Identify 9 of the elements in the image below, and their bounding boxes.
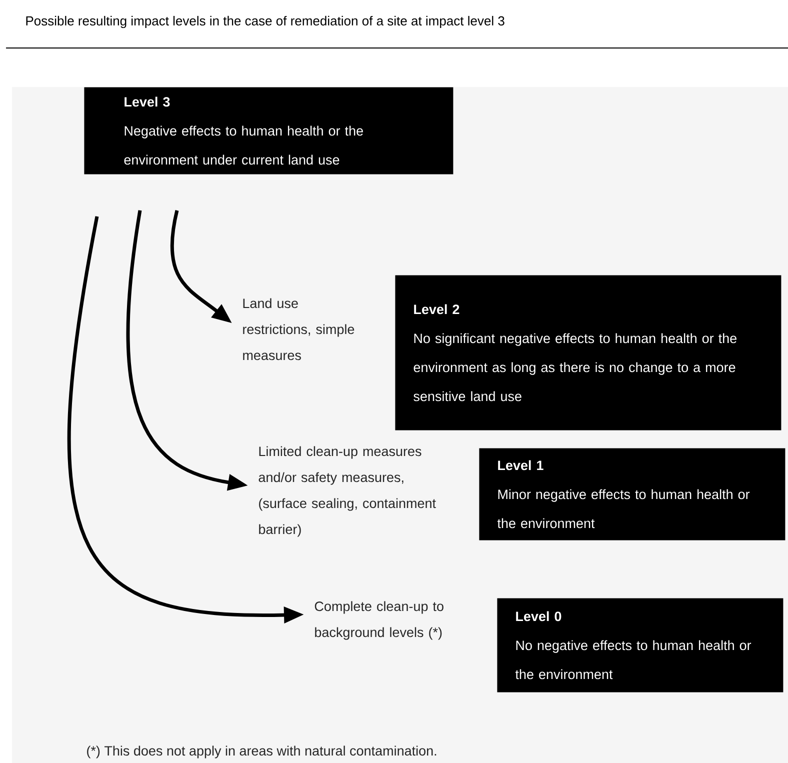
measure-text: Land use restrictions, simple measures (243, 298, 354, 360)
title: Possible resulting impact levels in the case of remediation of a site at impact level 3 (26, 16, 504, 28)
footnote: (*) This does not apply in areas with natural contamination. (87, 746, 436, 758)
level-box: Level 2 No significant negative effects to human health or the environment as long as there is no change to a more sensitive land use (395, 275, 782, 430)
level-box: Level 1 Minor negative effects to human health or the environment (479, 448, 786, 540)
level-box: Level 0 No negative effects to human health or the environment (497, 598, 784, 692)
level-box: Level 3 Negative effects to human health or the environment under current land use (84, 87, 454, 174)
measure-text: Limited clean-up measures and/or safety measures, (surface sealing, containment barrier) (258, 446, 436, 537)
measure-text: Complete clean-up to background levels (*) (314, 601, 444, 640)
